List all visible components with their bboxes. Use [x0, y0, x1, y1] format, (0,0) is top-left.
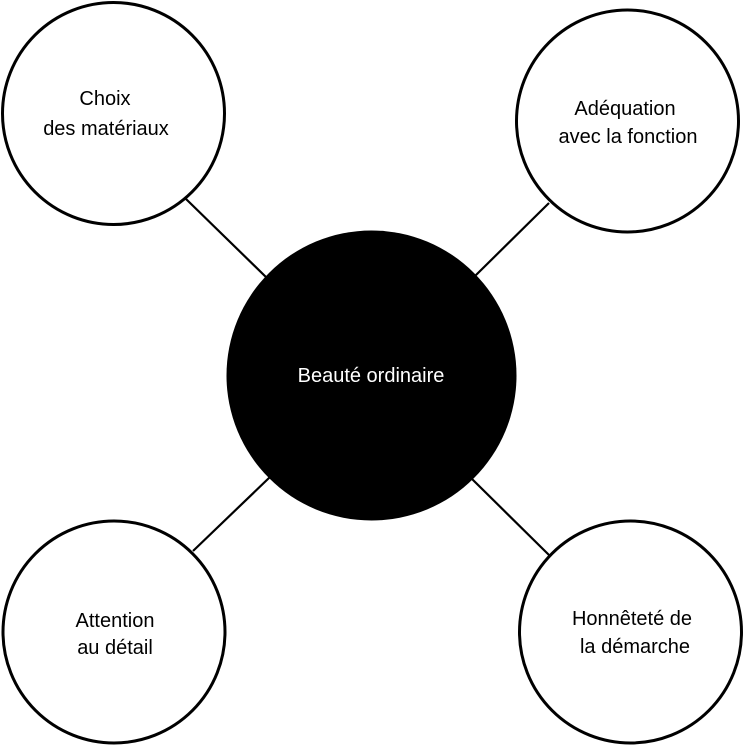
node-top-left: Choix des matériaux	[1, 1, 226, 226]
center-node-circle	[226, 230, 517, 521]
node-circle	[1, 519, 227, 745]
center-node-label: Beauté ordinaire	[298, 365, 445, 387]
node-label-line-2: la démarche	[580, 636, 690, 658]
connector-bottom-left	[192, 476, 271, 552]
node-label-line-1: Attention	[76, 610, 155, 632]
node-circle	[515, 8, 740, 234]
node-top-right: Adéquation avec la fonction	[515, 8, 740, 234]
node-label-line-2: des matériaux	[43, 118, 169, 140]
node-label-line-1: Honnêteté de	[572, 608, 692, 630]
node-circle	[1, 1, 226, 226]
node-bottom-left: Attention au détail	[1, 519, 227, 745]
connector-top-right	[474, 202, 550, 277]
connector-top-left	[185, 198, 269, 280]
node-label-line-2: avec la fonction	[559, 126, 698, 148]
node-label-line-2: au détail	[77, 637, 153, 659]
node-bottom-right: Honnêteté de la démarche	[518, 519, 743, 745]
node-circle	[518, 519, 743, 745]
center-node: Beauté ordinaire	[226, 230, 517, 521]
connector-bottom-right	[471, 478, 550, 556]
node-label-line-1: Adéquation	[574, 98, 675, 120]
node-label-line-1: Choix	[79, 88, 130, 110]
